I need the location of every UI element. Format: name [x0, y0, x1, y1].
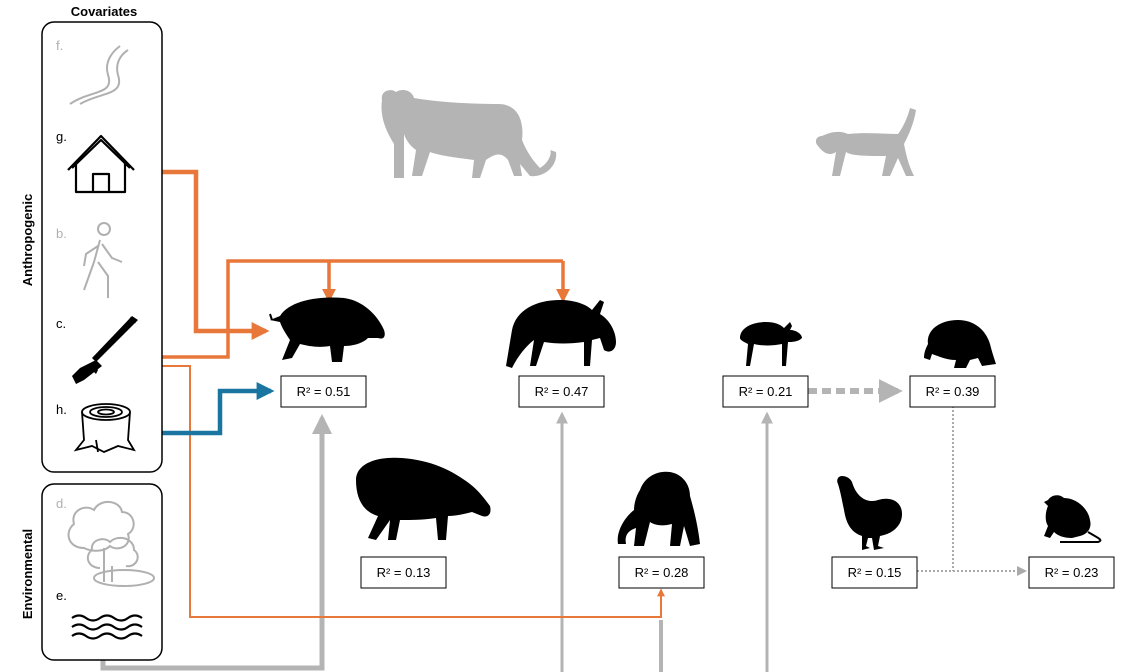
tiger-icon [381, 90, 557, 178]
wild-boar-icon [269, 297, 385, 362]
covariate-letter-c: c. [56, 316, 66, 331]
wild-cat-icon [815, 108, 916, 176]
forest-icon [67, 501, 155, 587]
r2-box-pheasant: R² = 0.15 [831, 556, 918, 589]
r2-value: R² = 0.21 [739, 384, 793, 399]
path-e-to-boar [100, 414, 332, 671]
r2-value: R² = 0.28 [635, 565, 689, 580]
pheasant-icon [837, 476, 902, 550]
covariate-letter-h: h. [56, 402, 67, 417]
covariate-letter-d: d. [56, 496, 67, 511]
rat-icon [1044, 495, 1102, 543]
house-icon [67, 134, 135, 194]
primate-icon [617, 471, 700, 546]
pedestrian-icon [83, 222, 123, 298]
r2-box-porcupine: R² = 0.39 [909, 375, 996, 408]
tapir-icon [356, 457, 491, 540]
muntjac-icon [740, 322, 802, 366]
r2-value: R² = 0.39 [926, 384, 980, 399]
r2-box-primate: R² = 0.28 [618, 556, 705, 589]
r2-box-tapir: R² = 0.13 [360, 556, 447, 589]
covariates-title: Covariates [71, 4, 137, 19]
r2-box-rat: R² = 0.23 [1028, 556, 1115, 589]
r2-value: R² = 0.51 [297, 384, 351, 399]
path-c-to-primate [162, 365, 665, 618]
road-icon [69, 45, 129, 105]
anthropogenic-panel [41, 21, 163, 473]
r2-box-deer: R² = 0.47 [518, 375, 605, 408]
deer-icon [506, 300, 616, 368]
tree-stump-icon [73, 403, 136, 453]
porcupine-icon [924, 320, 996, 368]
r2-value: R² = 0.23 [1045, 565, 1099, 580]
path-g-to-boar [162, 169, 270, 340]
rifle-icon [72, 316, 138, 384]
covariate-letter-b: b. [56, 226, 67, 241]
covariate-letter-g: g. [56, 129, 67, 144]
environmental-label: Environmental [20, 529, 35, 619]
covariate-letter-f: f. [56, 38, 63, 53]
path-c-to-boar-deer [162, 259, 563, 359]
r2-value: R² = 0.47 [535, 384, 589, 399]
path-h-to-boar [162, 382, 275, 436]
water-icon [71, 614, 143, 640]
covariate-letter-e: e. [56, 588, 67, 603]
r2-box-muntjac: R² = 0.21 [722, 375, 809, 408]
r2-box-boar: R² = 0.51 [280, 375, 367, 408]
anthropogenic-label: Anthropogenic [20, 194, 35, 286]
r2-value: R² = 0.15 [848, 565, 902, 580]
r2-value: R² = 0.13 [377, 565, 431, 580]
